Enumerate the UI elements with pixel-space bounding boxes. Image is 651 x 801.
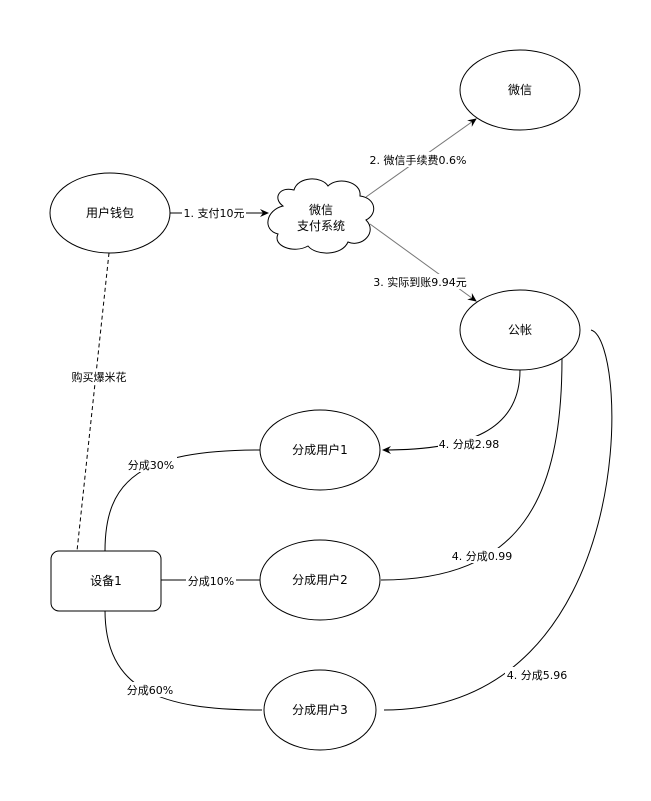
svg-text:4. 分成2.98: 4. 分成2.98 (439, 438, 499, 451)
svg-text:4. 分成5.96: 4. 分成5.96 (507, 669, 567, 682)
svg-text:分成10%: 分成10% (188, 575, 234, 588)
label-split3: 4. 分成5.96 (505, 667, 569, 682)
node-share-user2-label: 分成用户2 (292, 572, 348, 587)
node-share-user1[interactable]: 分成用户1 (259, 409, 381, 491)
node-wechat-label: 微信 (508, 83, 532, 97)
svg-text:分成30%: 分成30% (128, 459, 174, 472)
node-share-user3[interactable]: 分成用户3 (263, 669, 377, 751)
node-public-account-label: 公帐 (508, 322, 532, 337)
svg-text:购买爆米花: 购买爆米花 (72, 370, 127, 384)
node-share-user3-label: 分成用户3 (292, 702, 348, 717)
cloud-icon (267, 178, 375, 254)
edge-split2 (380, 357, 563, 581)
label-share10: 分成10% (186, 573, 236, 588)
label-pay: 1. 支付10元 (182, 205, 246, 220)
label-share30: 分成30% (125, 457, 177, 472)
label-split2: 4. 分成0.99 (450, 548, 514, 563)
node-wechat-pay-label-line1: 微信 (309, 203, 333, 217)
node-device1[interactable]: 设备1 (50, 550, 162, 612)
svg-text:1. 支付10元: 1. 支付10元 (184, 207, 245, 220)
node-wechat[interactable]: 微信 (459, 49, 581, 131)
edge-split1 (382, 369, 521, 454)
edge-purchase (76, 252, 110, 552)
label-split1: 4. 分成2.98 (438, 436, 500, 451)
node-share-user1-label: 分成用户1 (292, 442, 348, 457)
svg-text:分成60%: 分成60% (127, 684, 173, 697)
edge-arrive (369, 223, 477, 302)
node-device1-label: 设备1 (90, 574, 122, 588)
node-wallet-label: 用户钱包 (86, 205, 134, 220)
label-share60: 分成60% (124, 682, 176, 697)
label-purchase: 购买爆米花 (66, 369, 132, 384)
node-share-user2[interactable]: 分成用户2 (259, 539, 381, 621)
node-wallet[interactable]: 用户钱包 (49, 172, 171, 254)
svg-text:3. 实际到账9.94元: 3. 实际到账9.94元 (373, 275, 466, 289)
node-wechat-pay-cloud[interactable]: 微信 支付系统 (267, 178, 375, 254)
svg-text:2. 微信手续费0.6%: 2. 微信手续费0.6% (370, 153, 467, 167)
node-public-account[interactable]: 公帐 (459, 289, 581, 371)
edge-split3 (383, 329, 613, 711)
svg-text:4. 分成0.99: 4. 分成0.99 (452, 550, 512, 563)
label-arrive: 3. 实际到账9.94元 (370, 274, 470, 289)
edge-share30 (104, 449, 261, 552)
node-wechat-pay-label-line2: 支付系统 (297, 219, 345, 233)
label-fee: 2. 微信手续费0.6% (366, 152, 470, 167)
